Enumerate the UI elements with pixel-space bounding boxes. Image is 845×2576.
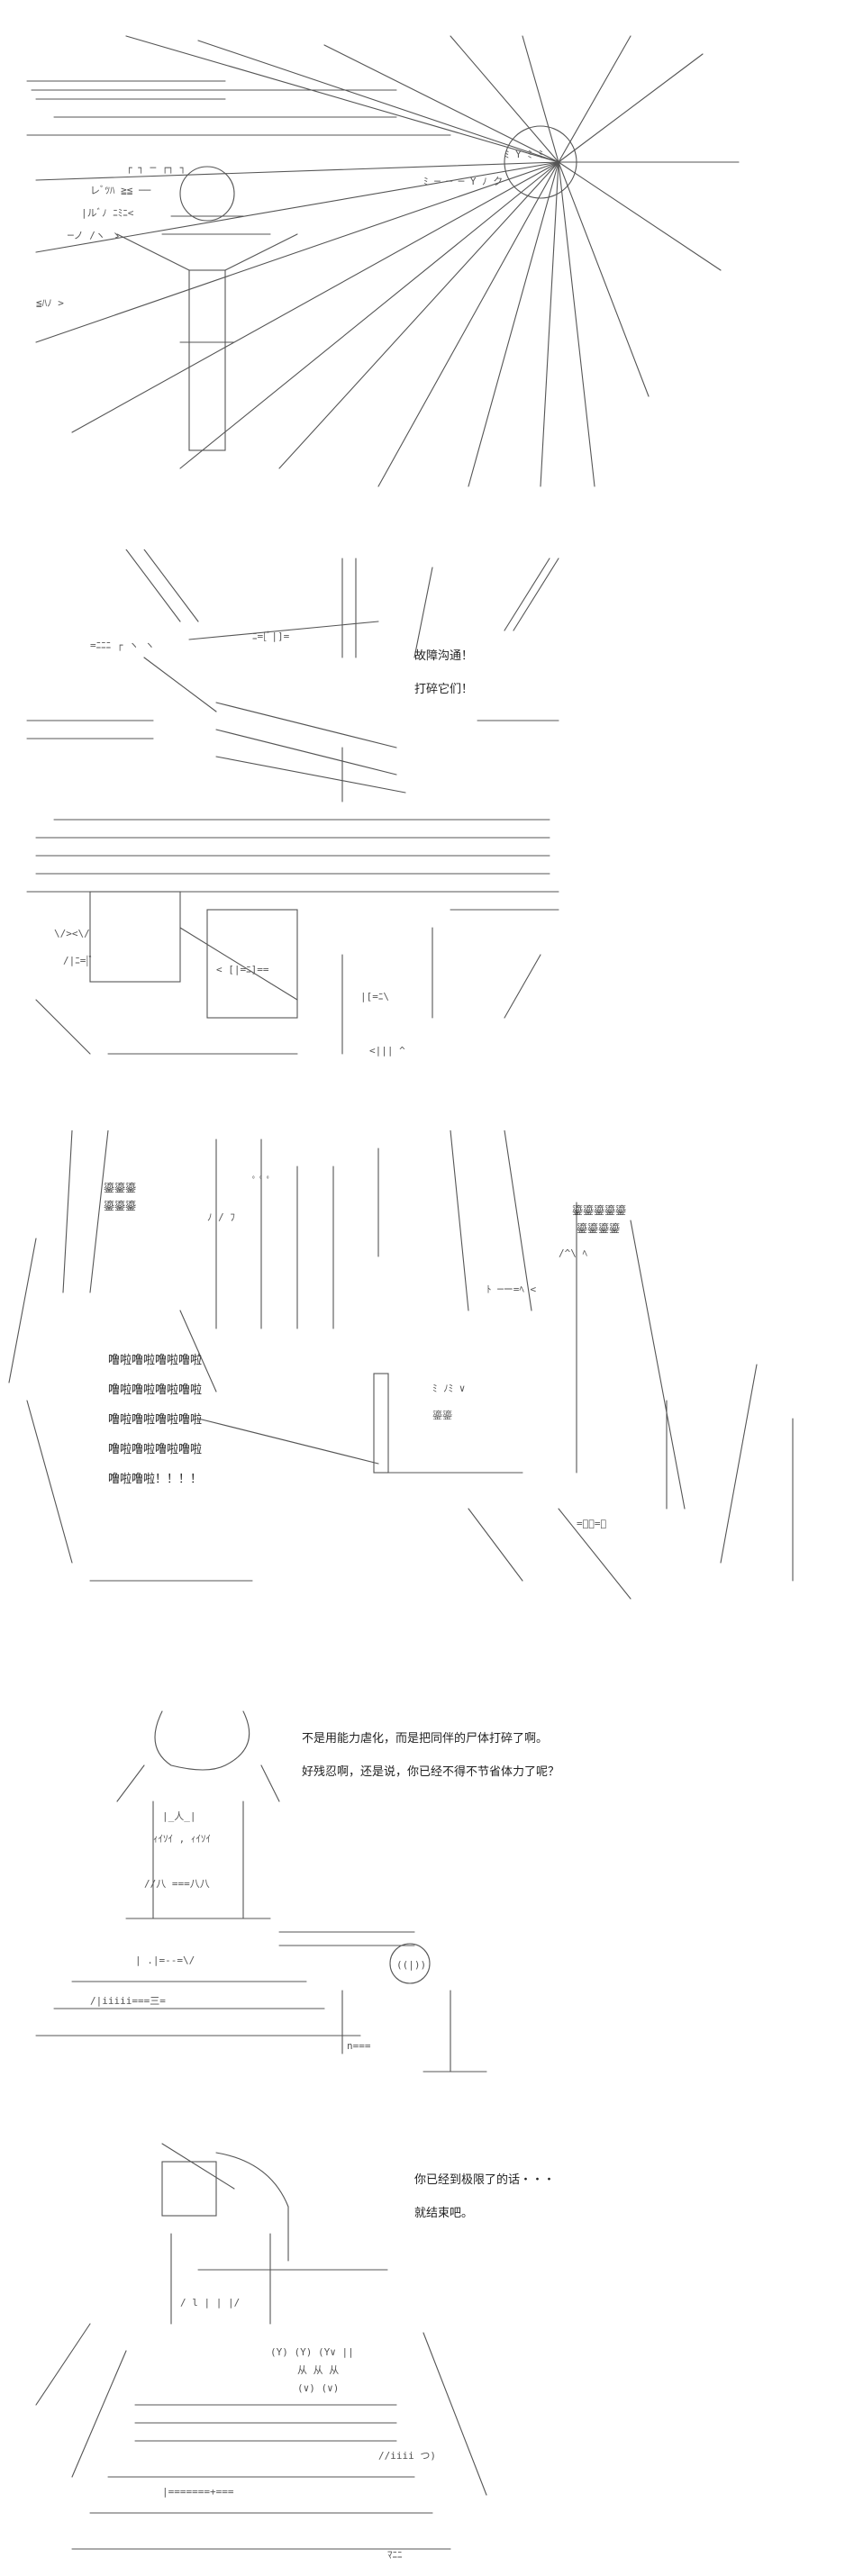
- svg-text:(Y) (Y) (Y∨ ||: (Y) (Y) (Y∨ ||: [270, 2346, 354, 2358]
- panel-2: =ﾆﾆﾆ ┌ ヽ ヽ ﾆ=[ﾞ|]= \/><\/ /|ﾆ=|ﾞ < [|=ﾆ]…: [0, 549, 845, 1081]
- svg-text:|=======+===: |=======+===: [162, 2486, 234, 2498]
- panel-2-ascii-art: =ﾆﾆﾆ ┌ ヽ ヽ ﾆ=[ﾞ|]= \/><\/ /|ﾆ=|ﾞ < [|=ﾆ]…: [26, 549, 559, 1057]
- panel-3-sfx-small-right-2: 鎏鎏鎏鎏: [577, 1222, 621, 1235]
- svg-text:=ﾆﾆﾆ ┌ ヽ ヽ: =ﾆﾆﾆ ┌ ヽ ヽ: [90, 639, 155, 651]
- svg-text:ﾐ ─ ─ ─ Y ﾉ ク: ﾐ ─ ─ ─ Y ﾉ ク: [423, 176, 503, 187]
- panel-3-sfx-line-2: 噜啦噜啦噜啦噜啦: [108, 1383, 203, 1397]
- panel-2-dialogue-line-2: 打碎它们！: [414, 683, 474, 696]
- svg-text:ｨｲｿｲ , ｨｲｿｲ: ｨｲｿｲ , ｨｲｿｲ: [153, 1833, 211, 1845]
- svg-text:ﾟ ﾟ ﾟ: ﾟ ﾟ ﾟ: [252, 1175, 271, 1187]
- svg-text:从 从 从: 从 从 从: [297, 2364, 339, 2376]
- panel-4-ascii-art: |_人_| ｨｲｿｲ , ｨｲｿｲ //八 ===八八 | .|=--=\/ /…: [35, 1710, 487, 2073]
- svg-text:|_人_|: |_人_|: [162, 1810, 196, 1822]
- svg-text:<||| ^: <||| ^: [369, 1045, 405, 1057]
- panel-3-sfx-small-right-1: 鎏鎏鎏鎏鎏: [572, 1204, 627, 1217]
- svg-text:| .|=--=\/: | .|=--=\/: [135, 1955, 195, 1966]
- panel-3: ﾟ ﾟ ﾟ ﾉ / ﾌ /^\ ﾍ ﾄ ─ー=ﾍ < ﾐ ﾉﾐ ∨ 鎏鎏 =ﾞﾞ…: [0, 1130, 845, 1671]
- svg-text:ﾐ ﾉﾐ ∨: ﾐ ﾉﾐ ∨: [432, 1383, 465, 1394]
- svg-text:< [|=ﾆ]==: < [|=ﾆ]==: [216, 964, 269, 975]
- svg-text:/|iiiii===三=: /|iiiii===三=: [90, 1995, 166, 2007]
- svg-text://iiii つ): //iiii つ): [378, 2450, 436, 2462]
- svg-text:/|ﾆ=|ﾞ: /|ﾆ=|ﾞ: [63, 955, 94, 966]
- panel-5-dialogue-line-1: 你已经到极限了的话・・・: [414, 2173, 556, 2187]
- svg-text:─ノ /ヽ ゝ: ─ノ /ヽ ゝ: [67, 230, 122, 241]
- panel-4-dialogue-line-1: 不是用能力虐化，而是把同伴的尸体打碎了啊。: [302, 1732, 549, 1746]
- svg-text:┌ ┐ ─ ┌┐ ┐: ┌ ┐ ─ ┌┐ ┐: [126, 162, 186, 174]
- svg-text:|[=ﾆ\: |[=ﾆ\: [360, 991, 389, 1002]
- panel-3-sfx-small-left-2: 鎏鎏鎏: [104, 1200, 137, 1212]
- panel-4-dialogue-line-2: 好残忍啊，还是说，你已经不得不节省体力了呢？: [302, 1765, 560, 1779]
- panel-5-dialogue-line-2: 就结束吧。: [414, 2207, 474, 2220]
- svg-text:/ l | | |/: / l | | |/: [180, 2297, 240, 2308]
- svg-text://八 ===八八: //八 ===八八: [144, 1878, 210, 1890]
- panel-4: |_人_| ｨｲｿｲ , ｨｲｿｲ //八 ===八八 | .|=--=\/ /…: [0, 1693, 845, 2081]
- panel-1: ┌ ┐ ─ ┌┐ ┐ レﾞﾂﾊ ≧≦ ── |ルﾞﾉ ﾆﾐﾆ< ─ノ /ヽ ゝ …: [0, 0, 845, 522]
- svg-text:(∨) (∨): (∨) (∨): [297, 2382, 339, 2394]
- svg-text:ﾐ Y ﾐ ﾐ: ﾐ Y ﾐ ﾐ: [504, 149, 543, 160]
- svg-text:n===: n===: [347, 2040, 371, 2052]
- panel-3-ascii-art: ﾟ ﾟ ﾟ ﾉ / ﾌ /^\ ﾍ ﾄ ─ー=ﾍ < ﾐ ﾉﾐ ∨ 鎏鎏 =ﾞﾞ…: [8, 1130, 794, 1600]
- panel-5-ascii-art: / l | | |/ (Y) (Y) (Y∨ || 从 从 从 (∨) (∨) …: [35, 2143, 487, 2561]
- svg-text:ﾉ / ﾌ: ﾉ / ﾌ: [207, 1211, 235, 1223]
- svg-text:\/><\/: \/><\/: [54, 928, 90, 939]
- panel-1-ascii-art: ┌ ┐ ─ ┌┐ ┐ レﾞﾂﾊ ≧≦ ── |ルﾞﾉ ﾆﾐﾆ< ─ノ /ヽ ゝ …: [26, 35, 740, 487]
- svg-text:ﾆ=[ﾞ|]=: ﾆ=[ﾞ|]=: [252, 630, 290, 642]
- svg-text:レﾞﾂﾊ ≧≦ ──: レﾞﾂﾊ ≧≦ ──: [90, 185, 151, 196]
- svg-text:((|)): ((|)): [396, 1959, 426, 1971]
- panel-3-sfx-line-5: 噜啦噜啦！！！！: [108, 1473, 203, 1486]
- panel-3-sfx-line-1: 噜啦噜啦噜啦噜啦: [108, 1354, 203, 1367]
- svg-text:=ﾞﾞ=ﾞ: =ﾞﾞ=ﾞ: [577, 1518, 606, 1529]
- svg-text:鎏鎏: 鎏鎏: [432, 1409, 452, 1421]
- panel-5: / l | | |/ (Y) (Y) (Y∨ || 从 从 从 (∨) (∨) …: [0, 2135, 845, 2576]
- panel-3-sfx-line-4: 噜啦噜啦噜啦噜啦: [108, 1443, 203, 1456]
- svg-text:ﾄ ─ー=ﾍ <: ﾄ ─ー=ﾍ <: [486, 1283, 536, 1295]
- panel-3-sfx-small-left-1: 鎏鎏鎏: [104, 1182, 137, 1194]
- svg-text:ﾏﾆﾆ: ﾏﾆﾆ: [387, 2549, 403, 2561]
- panel-3-sfx-line-3: 噜啦噜啦噜啦噜啦: [108, 1413, 203, 1427]
- svg-text:≦ﾊﾉ >: ≦ﾊﾉ >: [36, 297, 64, 309]
- panel-2-dialogue-line-1: 故障沟通！: [414, 649, 474, 663]
- svg-text:|ルﾞﾉ ﾆﾐﾆ<: |ルﾞﾉ ﾆﾐﾆ<: [81, 207, 134, 219]
- svg-text:/^\ ﾍ: /^\ ﾍ: [559, 1247, 587, 1259]
